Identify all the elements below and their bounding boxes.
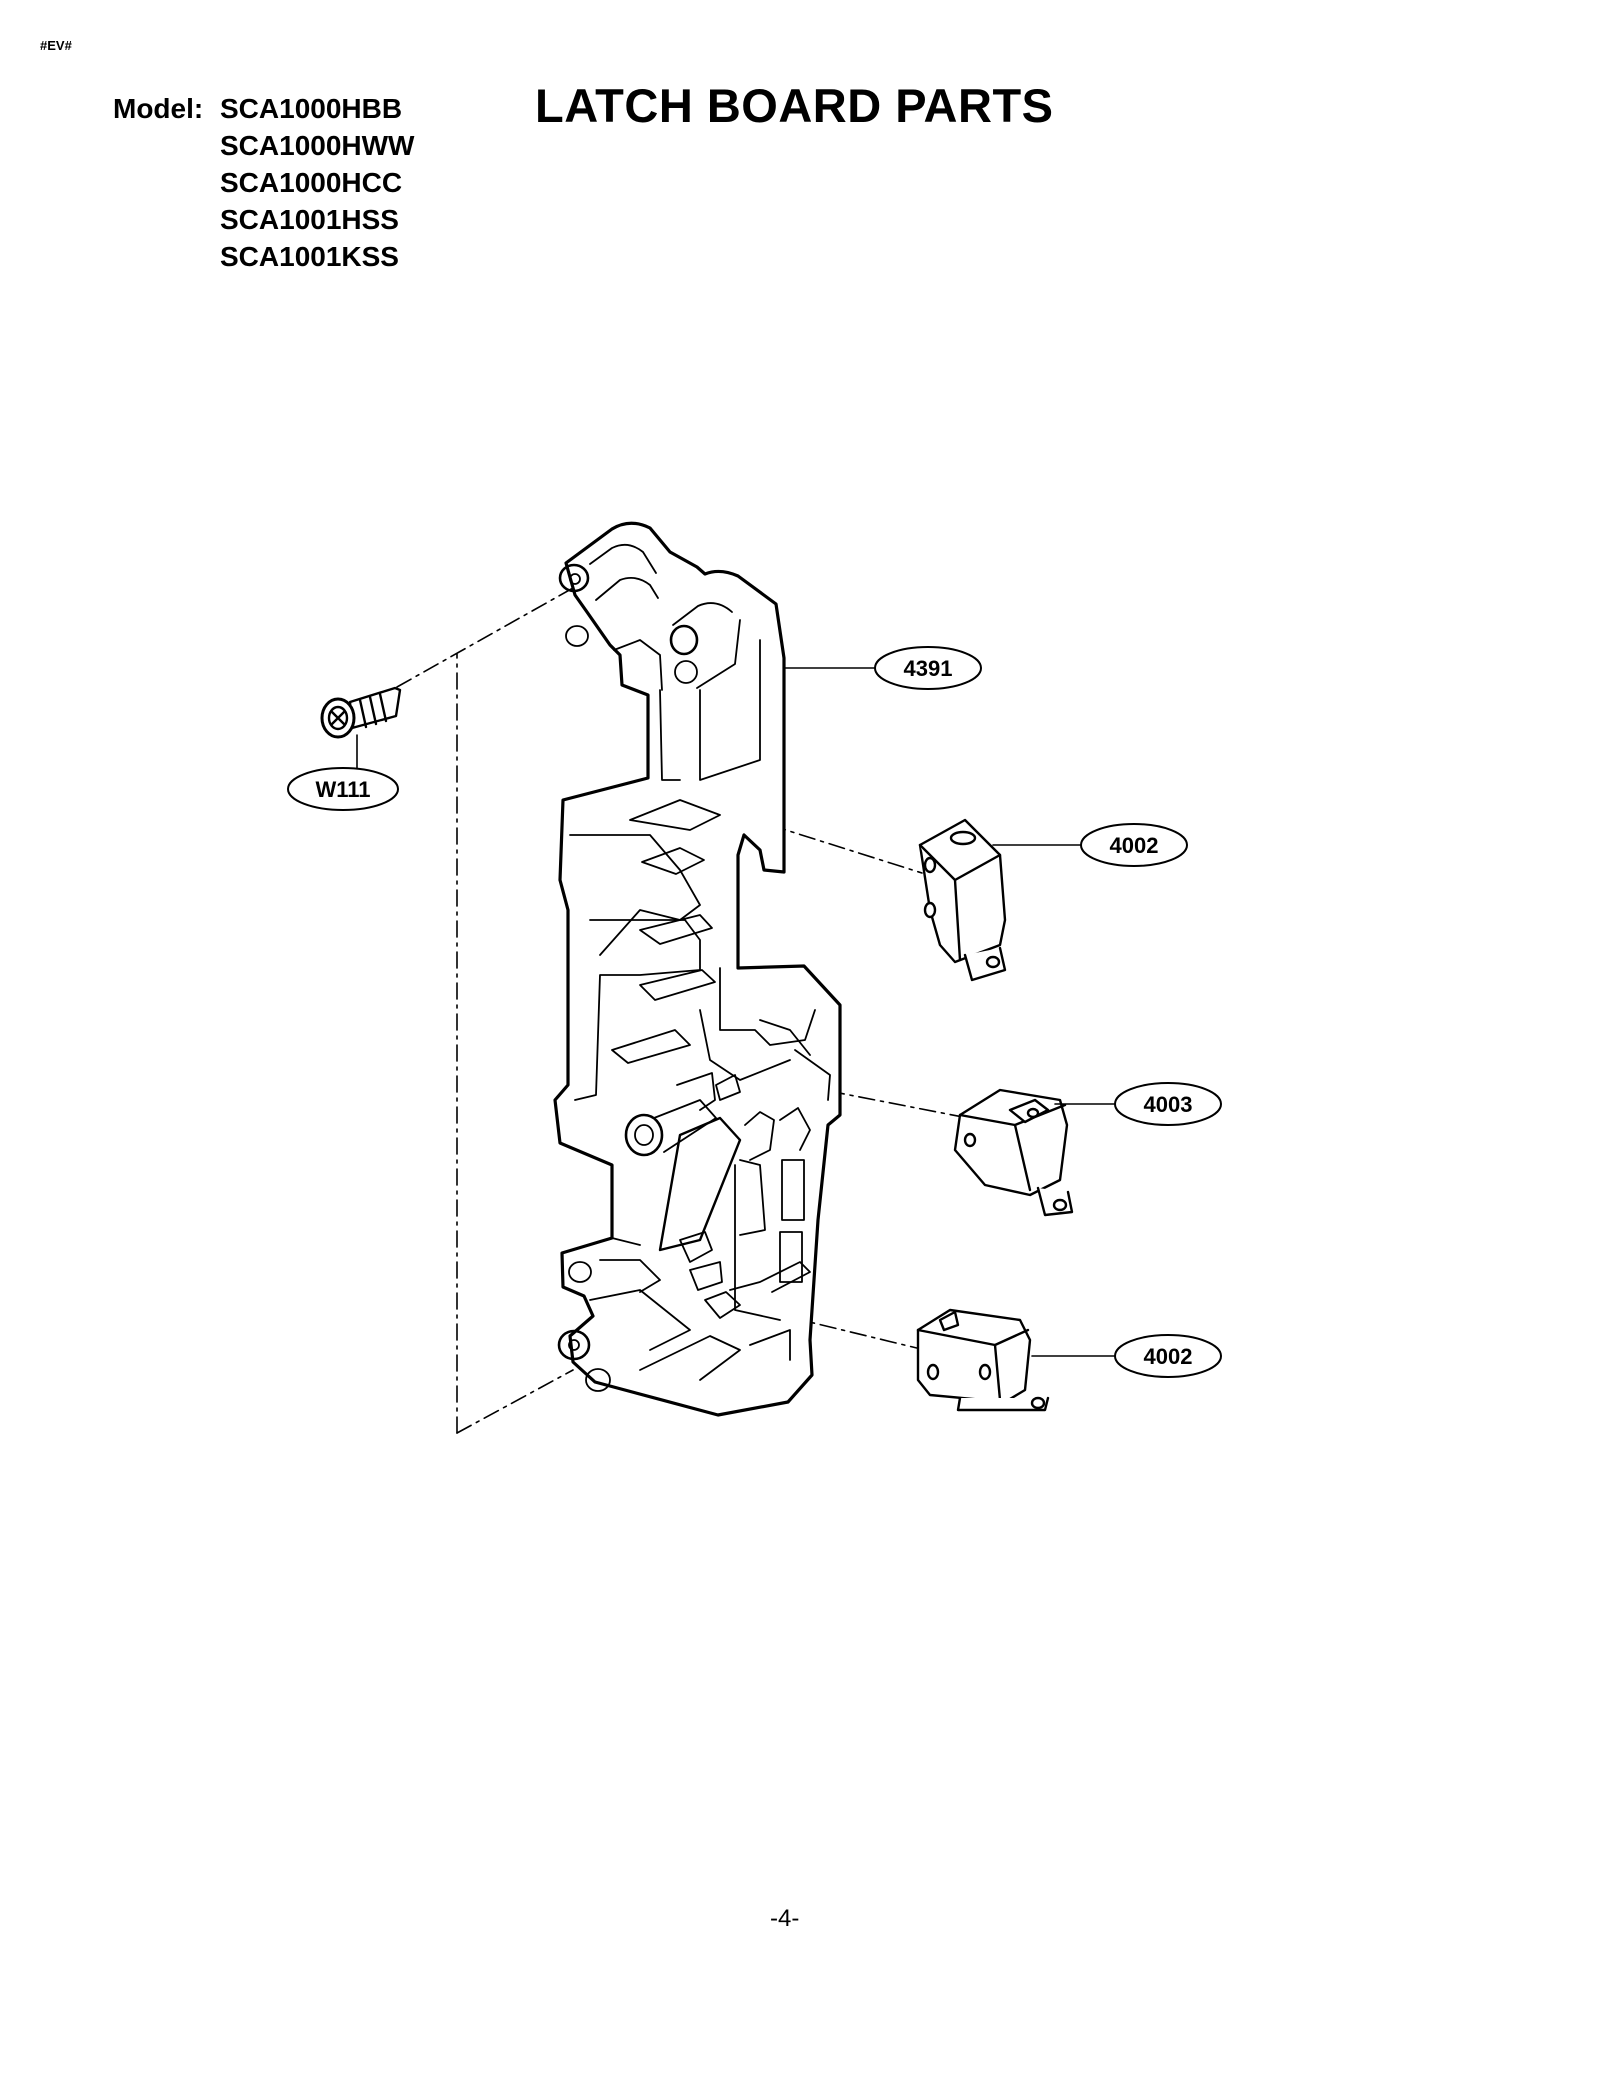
page-title: LATCH BOARD PARTS [535, 79, 1054, 132]
assembly-guide-lines [396, 587, 969, 1434]
callout-label-4003: 4003 [1144, 1092, 1193, 1117]
callout-4002-bottom: 4002 [1114, 1334, 1222, 1378]
model-number: SCA1000HBB [220, 93, 403, 124]
callout-label-4002: 4002 [1144, 1344, 1193, 1369]
callout-leaders [356, 667, 1116, 1357]
callout-label-4391: 4391 [904, 656, 953, 681]
callout-label-4002: 4002 [1110, 833, 1159, 858]
model-number: SCA1000HCC [220, 167, 403, 198]
page-number: -4- [770, 1905, 800, 1932]
latch-board-part [553, 521, 842, 1417]
callout-4391: 4391 [874, 646, 982, 690]
document-code: #EV# [40, 38, 72, 53]
model-number: SCA1001HSS [220, 204, 399, 235]
switch-part-top [918, 818, 1007, 982]
callout-4003: 4003 [1114, 1082, 1222, 1126]
model-number: SCA1000HWW [220, 130, 415, 161]
callout-label-w111: W111 [315, 777, 370, 802]
switch-part-bottom [916, 1308, 1050, 1412]
callout-w111: W111 [287, 767, 399, 811]
model-number: SCA1001KSS [220, 241, 399, 272]
screw-part [320, 686, 402, 739]
model-label: Model: [113, 93, 204, 124]
switch-part-middle [953, 1088, 1074, 1217]
latch-board-detail [557, 543, 831, 1392]
callout-4002-top: 4002 [1080, 823, 1188, 867]
